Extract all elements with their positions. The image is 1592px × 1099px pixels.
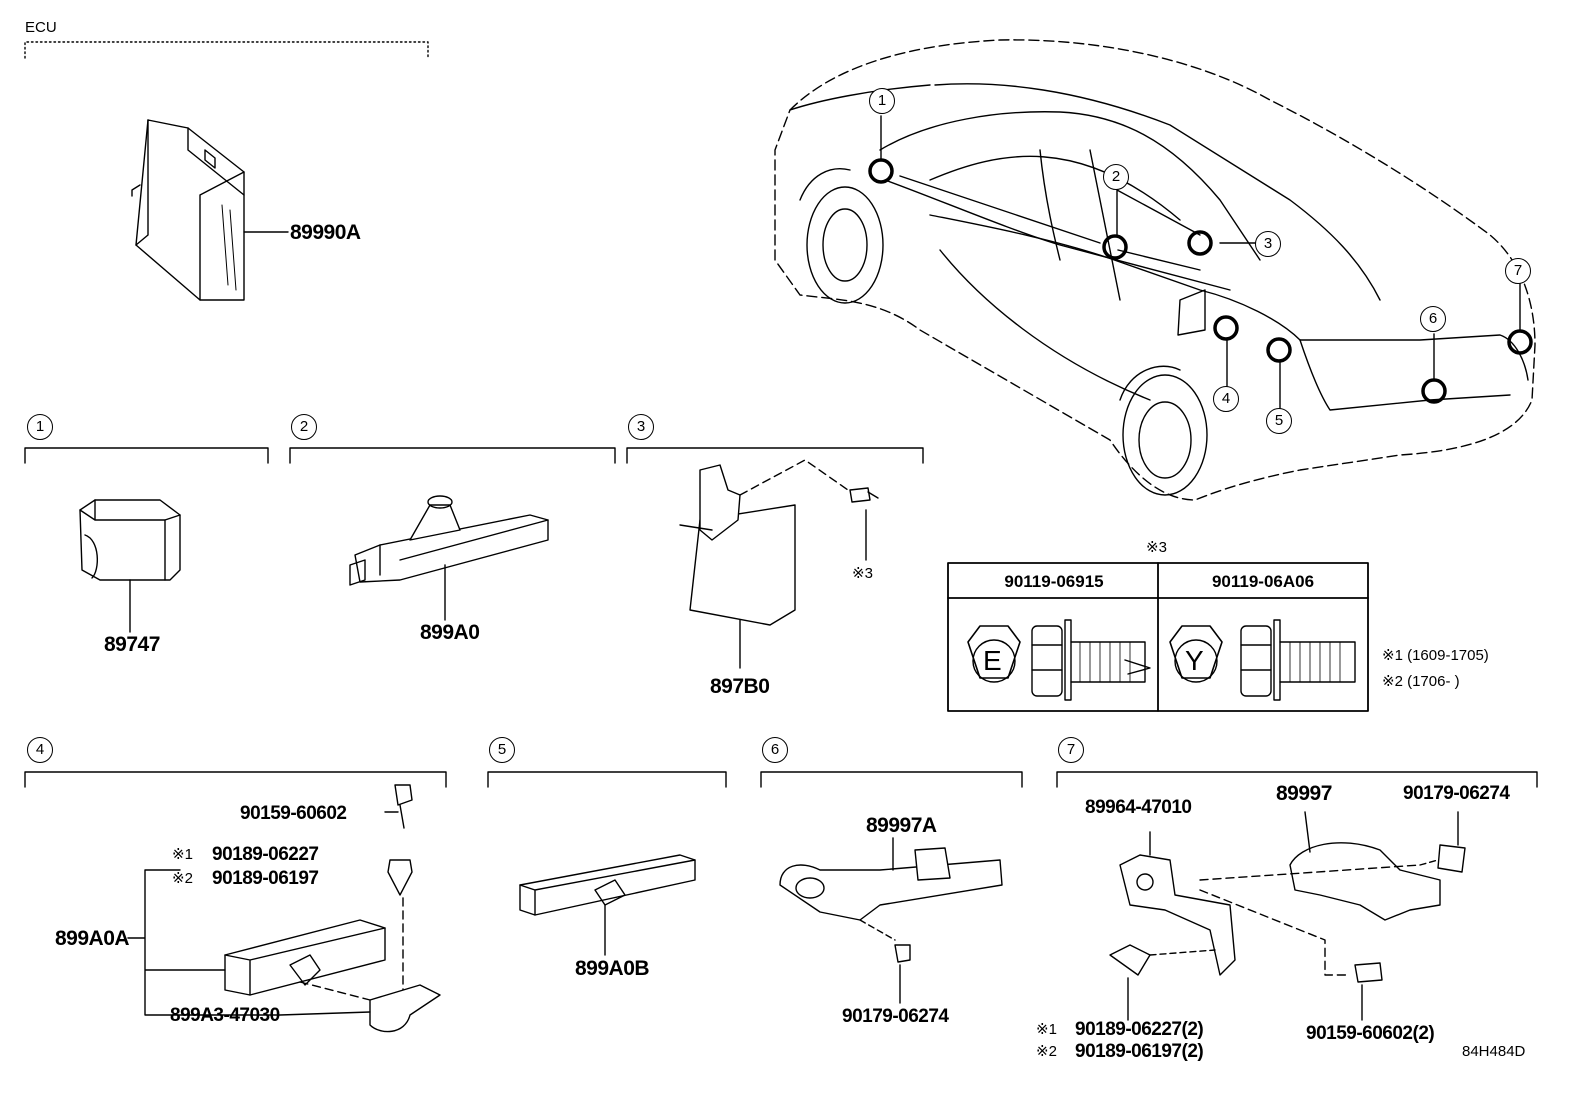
section-2-bracket [289, 447, 616, 464]
clip-note-1: ※1 [172, 846, 193, 863]
clip-note-2: ※2 [172, 870, 193, 887]
ecu-bracket [24, 41, 429, 59]
vehicle-marker-2: 2 [1103, 164, 1129, 190]
section-5-number: 5 [489, 737, 515, 763]
section-6-number: 6 [762, 737, 788, 763]
vehicle-marker-1: 1 [869, 88, 895, 114]
ecu-heading: ECU [25, 19, 57, 36]
bolt-head-E-drawing [967, 619, 1151, 701]
part-label-89964-47010: 89964-47010 [1085, 797, 1192, 818]
unit-897B0-drawing [679, 459, 879, 669]
clip-note-1-s7: ※1 [1036, 1021, 1057, 1038]
note-1: ※1 (1609-1705) [1382, 647, 1489, 664]
vehicle-marker-3: 3 [1255, 231, 1281, 257]
section-4-bracket [24, 771, 447, 788]
bolt-note-3: ※3 [852, 565, 873, 582]
bolt-table-col-1-part: 90119-06915 [1004, 572, 1104, 591]
part-label-89990A: 89990A [290, 221, 361, 244]
diagram-code: 84H484D [1462, 1043, 1526, 1060]
section-5-bracket [487, 771, 727, 788]
vehicle-marker-7: 7 [1505, 258, 1531, 284]
vehicle-marker-6: 6 [1420, 306, 1446, 332]
ecu-module-drawing [131, 119, 289, 301]
section-7-number: 7 [1058, 737, 1084, 763]
bolt-head-mark-E: E [983, 645, 1002, 676]
section-1-number: 1 [27, 414, 53, 440]
part-label-90189-06197-2: 90189-06197(2) [1075, 1041, 1204, 1062]
part-label-90159-60602: 90159-60602 [240, 803, 347, 824]
camera-drawing [79, 499, 181, 633]
bolt-table-col-2-part: 90119-06A06 [1211, 572, 1315, 591]
sensor-markers [868, 158, 1533, 404]
section-1-bracket [24, 447, 269, 464]
part-label-899A0B: 899A0B [575, 957, 650, 980]
bolt-table-frame [947, 562, 1369, 712]
section-7-drawing [1109, 811, 1466, 1021]
part-label-89747: 89747 [104, 633, 160, 656]
part-label-90159-60602-2: 90159-60602(2) [1306, 1023, 1435, 1044]
part-label-90179-06274-s6: 90179-06274 [842, 1006, 949, 1027]
vehicle-drawing [774, 39, 1536, 501]
part-label-90189-06197: 90189-06197 [212, 868, 319, 889]
part-label-899A0A: 899A0A [55, 927, 130, 950]
part-label-897B0: 897B0 [710, 675, 770, 698]
section-5-drawing [519, 854, 696, 956]
section-4-number: 4 [27, 737, 53, 763]
note-2: ※2 (1706- ) [1382, 673, 1460, 690]
bolt-table-title: ※3 [1146, 539, 1167, 556]
part-label-899A0: 899A0 [420, 621, 480, 644]
section-6-bracket [760, 771, 1023, 788]
clip-note-2-s7: ※2 [1036, 1043, 1057, 1060]
part-label-90189-06227: 90189-06227 [212, 844, 319, 865]
part-label-90179-06274-s7: 90179-06274 [1403, 783, 1510, 804]
part-label-89997A: 89997A [866, 814, 937, 837]
bolt-head-Y-drawing [1169, 619, 1356, 701]
section-7-bracket [1056, 771, 1538, 788]
bolt-head-mark-Y: Y [1185, 645, 1204, 676]
section-2-number: 2 [291, 414, 317, 440]
vehicle-marker-5: 5 [1266, 408, 1292, 434]
section-3-bracket [626, 447, 924, 464]
section-6-drawing [779, 837, 1003, 1004]
section-3-number: 3 [628, 414, 654, 440]
part-label-89997: 89997 [1276, 782, 1332, 805]
section-4-drawing [127, 784, 441, 1033]
vehicle-marker-4: 4 [1213, 386, 1239, 412]
part-label-899A3-47030: 899A3-47030 [170, 1005, 280, 1026]
part-label-90189-06227-2: 90189-06227(2) [1075, 1019, 1204, 1040]
sensor-899A0-drawing [349, 495, 549, 621]
